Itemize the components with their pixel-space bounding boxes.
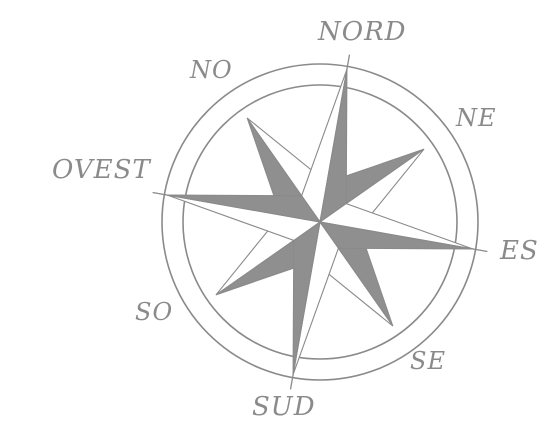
label-north-west: NO — [189, 56, 233, 84]
compass-star — [153, 55, 488, 390]
label-east: ES — [499, 236, 539, 266]
label-west: OVEST — [52, 155, 151, 185]
label-south-west: SO — [135, 298, 173, 326]
label-north-east: NE — [455, 104, 497, 132]
label-north: NORD — [317, 17, 407, 47]
label-south-east: SE — [410, 347, 446, 375]
label-south: SUD — [252, 392, 316, 422]
